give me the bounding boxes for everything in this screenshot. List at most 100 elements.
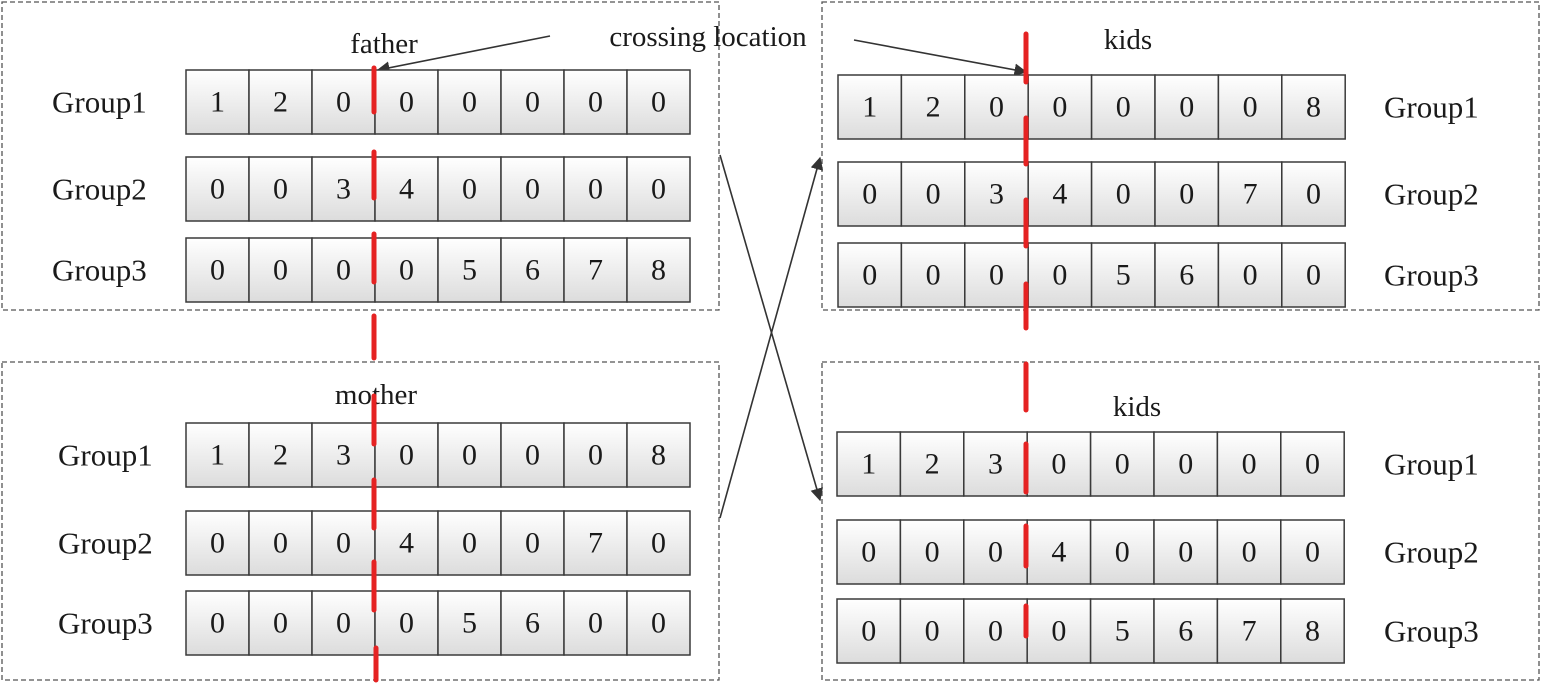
gene-cell [626, 422, 691, 488]
gene-value: 0 [925, 536, 940, 569]
gene-cell [374, 510, 439, 576]
gene-cell [1280, 519, 1345, 585]
gene-cell [963, 431, 1028, 497]
gene-value: 0 [525, 527, 540, 560]
gene-value: 0 [1115, 448, 1130, 481]
gene-value: 0 [525, 173, 540, 206]
gene-cell [311, 422, 376, 488]
annotation-arrow-left [376, 35, 551, 75]
gene-value: 1 [862, 91, 877, 124]
gene-value: 0 [1051, 615, 1066, 648]
gene-value: 0 [399, 254, 414, 287]
gene-value: 0 [525, 86, 540, 119]
gene-value: 0 [1178, 536, 1193, 569]
gene-cell [626, 69, 691, 135]
gene-cell [964, 74, 1029, 140]
gene-value: 0 [399, 86, 414, 119]
gene-value: 1 [210, 439, 225, 472]
gene-value: 0 [1052, 259, 1067, 292]
gene-cell [1027, 74, 1093, 140]
mother-panel [1, 361, 720, 681]
group-label: Group2 [1384, 535, 1479, 570]
gene-cell [563, 510, 628, 576]
gene-value: 8 [651, 439, 666, 472]
kids-top-panel [821, 1, 1540, 311]
gene-cell [1153, 431, 1219, 497]
father-to-kids-bottom-arrow [719, 154, 823, 502]
gene-value: 0 [336, 607, 351, 640]
gene-value: 0 [861, 615, 876, 648]
gene-cell [964, 161, 1029, 227]
gene-value: 0 [399, 439, 414, 472]
gene-value: 0 [1115, 536, 1130, 569]
annotation-arrow-right [853, 39, 1028, 77]
crossing-lines [371, 31, 1029, 683]
gene-cell [311, 590, 376, 656]
gene-value: 3 [988, 448, 1003, 481]
gene-cell [500, 156, 565, 222]
gene-value: 0 [210, 254, 225, 287]
gene-cell [626, 590, 691, 656]
gene-cell [1280, 431, 1345, 497]
gene-cell [248, 156, 313, 222]
gene-value: 6 [525, 254, 540, 287]
gene-value: 0 [273, 173, 288, 206]
gene-cell [900, 74, 966, 140]
group-label: Group1 [1384, 447, 1479, 482]
gene-value: 0 [210, 607, 225, 640]
gene-value: 0 [988, 615, 1003, 648]
gene-cell [1153, 519, 1219, 585]
gene-value: 0 [1179, 91, 1194, 124]
gene-value: 4 [399, 527, 414, 560]
gene-value: 0 [336, 527, 351, 560]
group-label: Group3 [1384, 614, 1479, 649]
group-label: Group3 [52, 253, 147, 288]
gene-cell [374, 156, 439, 222]
kids-bottom-panel [821, 361, 1540, 681]
gene-value: 0 [1305, 448, 1320, 481]
gene-cell [563, 590, 628, 656]
gene-value: 0 [1306, 259, 1321, 292]
gene-value: 0 [925, 615, 940, 648]
gene-cell [1090, 74, 1156, 140]
gene-cell [185, 156, 250, 222]
gene-value: 0 [861, 536, 876, 569]
gene-cell [1216, 519, 1282, 585]
gene-cell [1217, 74, 1283, 140]
gene-cell [311, 156, 376, 222]
gene-cell [626, 156, 691, 222]
gene-value: 0 [1242, 448, 1257, 481]
gene-cell [500, 69, 565, 135]
gene-cell [1090, 161, 1156, 227]
gene-value: 1 [210, 86, 225, 119]
gene-value: 0 [462, 86, 477, 119]
gene-cell [837, 74, 903, 140]
gene-cell [1216, 598, 1282, 664]
gene-cell [1027, 242, 1093, 308]
gene-cell [1281, 242, 1346, 308]
gene-cell [185, 69, 250, 135]
gene-value: 7 [1242, 615, 1257, 648]
gene-value: 8 [1305, 615, 1320, 648]
gene-value: 5 [462, 607, 477, 640]
gene-cell [563, 237, 628, 303]
kids-top-title: kids [1104, 24, 1152, 56]
gene-cell [899, 431, 965, 497]
gene-cell [500, 590, 565, 656]
gene-cell [1281, 161, 1346, 227]
group-label: Group2 [58, 526, 153, 561]
gene-cell [1154, 74, 1220, 140]
gene-value: 2 [925, 448, 940, 481]
gene-value: 8 [651, 254, 666, 287]
gene-cell [563, 69, 628, 135]
mother-to-kids-top-arrow [719, 156, 824, 519]
gene-value: 6 [1178, 615, 1193, 648]
gene-cell [626, 510, 691, 576]
gene-value: 2 [273, 439, 288, 472]
